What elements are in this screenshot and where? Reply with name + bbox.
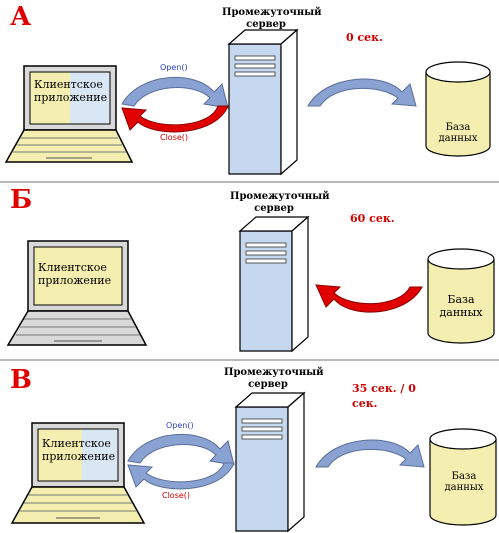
database-icon [429, 428, 497, 526]
client-app-label: Клиентское приложение [42, 437, 116, 463]
separator [0, 359, 499, 361]
server-to-db-arrow [315, 439, 425, 468]
panel-b: Б Клиентское приложение Промежуточный се… [0, 183, 499, 361]
timer-label: 60 сек. [350, 212, 395, 225]
open-arrow [121, 76, 229, 109]
open-arrow [127, 433, 235, 466]
database-label: База данных [438, 122, 478, 144]
open-label: Open() [166, 421, 194, 430]
open-label: Open() [160, 63, 188, 72]
database-icon [427, 248, 495, 344]
timer-label: 35 сек. / 0 сек. [352, 382, 416, 410]
laptop-icon [10, 422, 146, 524]
panel-c: В Клиентское приложение Open() Close() П… [0, 361, 499, 533]
laptop-icon [4, 65, 134, 163]
server-icon [234, 391, 306, 533]
panel-a: А Клиентское приложение Open() Close() П… [0, 0, 499, 180]
server-icon [227, 28, 299, 176]
database-label: База данных [439, 293, 483, 319]
laptop-icon [6, 240, 148, 346]
panel-letter: Б [10, 185, 33, 215]
panel-letter: В [10, 365, 32, 395]
close-arrow [121, 105, 229, 133]
server-label: Промежуточный сервер [230, 191, 330, 214]
separator [0, 181, 499, 183]
timer-label: 0 сек. [346, 31, 383, 44]
database-icon [425, 61, 491, 157]
server-label: Промежуточный сервер [222, 7, 322, 30]
server-to-db-arrow [307, 78, 417, 107]
client-app-label: Клиентское приложение [34, 78, 108, 104]
close-label: Close() [162, 491, 191, 500]
return-arrow [315, 284, 423, 313]
client-app-label: Клиентское приложение [38, 261, 112, 287]
panel-letter: А [10, 2, 32, 32]
database-label: База данных [444, 471, 484, 493]
close-arrow [127, 462, 235, 490]
server-icon [238, 215, 310, 353]
server-label: Промежуточный сервер [224, 367, 324, 390]
close-label: Close() [160, 133, 189, 142]
